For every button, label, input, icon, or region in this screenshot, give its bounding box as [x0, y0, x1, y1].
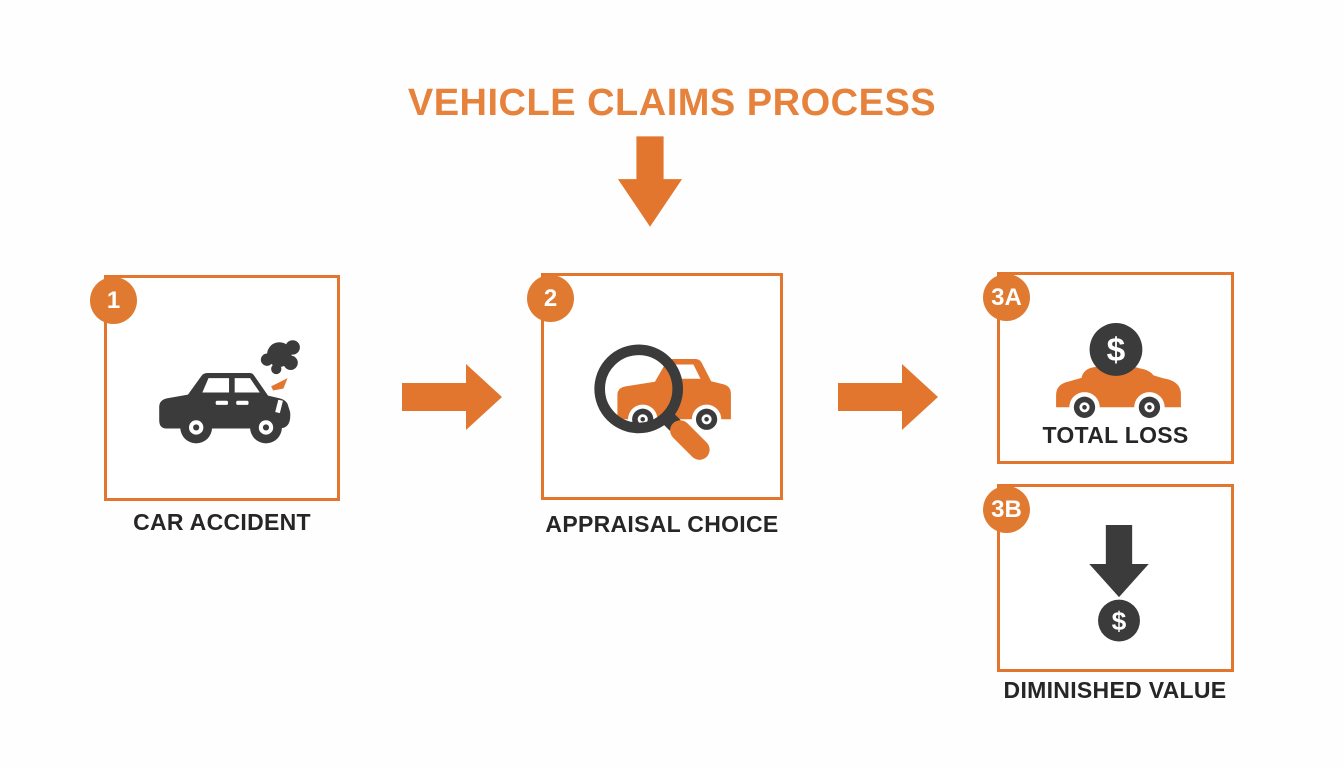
step-label-diminished-value: DIMINISHED VALUE [1003, 677, 1227, 703]
right-arrow-icon [402, 364, 502, 430]
crashed-car-icon [159, 340, 300, 444]
dollar-drop-icon: $ [1089, 525, 1149, 642]
dollar-symbol: $ [1112, 606, 1127, 636]
down-arrow-icon [617, 136, 683, 227]
step-box-total-loss: 3A $ TOTAL LOSS [983, 272, 1234, 464]
step-box-appraisal-choice: 2 [527, 273, 783, 500]
step-box-diminished-value: 3B $ [983, 484, 1234, 672]
right-arrow-icon [838, 364, 938, 430]
car-magnifier-icon [594, 344, 731, 460]
step-label-appraisal-choice: APPRAISAL CHOICE [545, 511, 779, 537]
step-badge-1: 1 [90, 277, 137, 324]
step-label-car-accident: CAR ACCIDENT [133, 509, 311, 535]
step-badge-2: 2 [527, 275, 574, 322]
step-badge-3a: 3A [983, 274, 1030, 321]
step-label-total-loss: TOTAL LOSS [1042, 422, 1189, 448]
dollar-symbol: $ [1107, 332, 1126, 369]
page-title: VEHICLE CLAIMS PROCESS [407, 82, 937, 124]
car-dollar-icon: $ [1056, 323, 1181, 420]
step-badge-3b: 3B [983, 486, 1030, 533]
step-box-car-accident: 1 [90, 275, 340, 501]
